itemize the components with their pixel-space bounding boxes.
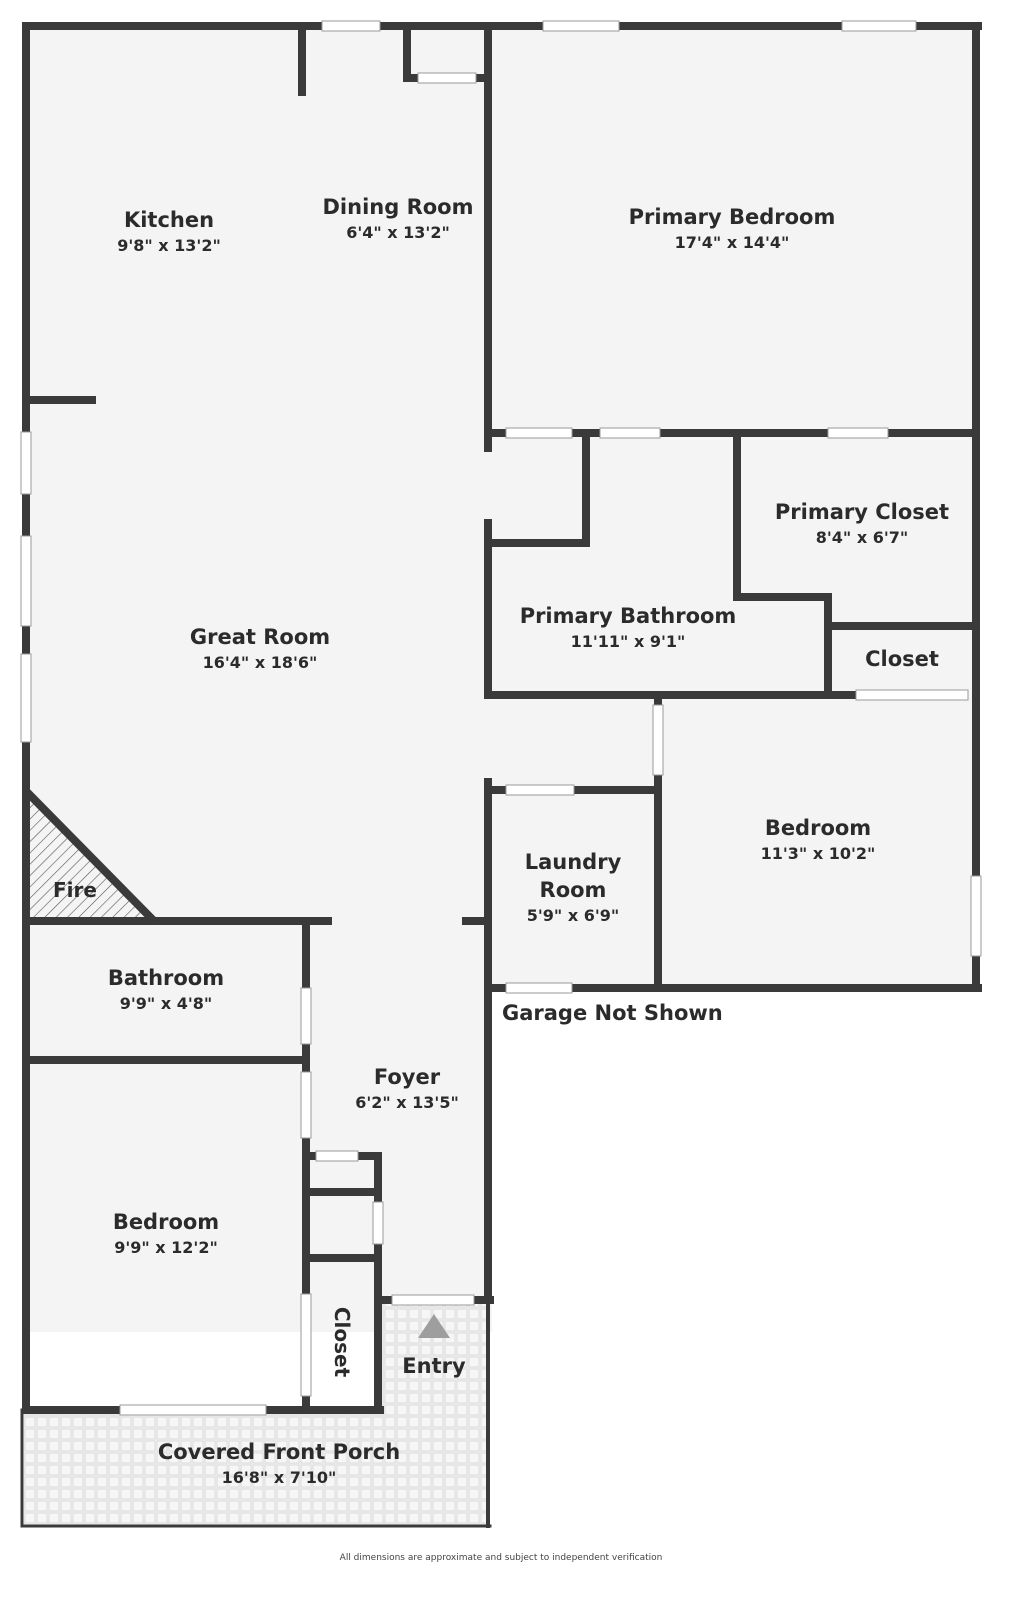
room-labels: Kitchen 9'8" x 13'2" Dining Room 6'4" x …	[53, 195, 949, 1563]
window	[300, 1293, 312, 1397]
foyer-name: Foyer	[374, 1065, 441, 1089]
dining-room-dims: 6'4" x 13'2"	[346, 223, 450, 242]
bathroom-name: Bathroom	[108, 966, 224, 990]
primary-closet-dims: 8'4" x 6'7"	[816, 528, 908, 547]
porch-name: Covered Front Porch	[158, 1440, 400, 1464]
window	[20, 431, 32, 495]
window	[321, 20, 381, 32]
window	[315, 1150, 359, 1162]
great-room-dims: 16'4" x 18'6"	[203, 653, 318, 672]
disclaimer: All dimensions are approximate and subje…	[340, 1553, 663, 1563]
window	[300, 987, 312, 1045]
laundry-room-name-line1: Laundry	[525, 850, 622, 874]
window	[542, 20, 620, 32]
great-room-name: Great Room	[190, 625, 330, 649]
porch-floor	[24, 1412, 490, 1526]
foyer-dims: 6'2" x 13'5"	[355, 1093, 459, 1112]
primary-bathroom-dims: 11'11" x 9'1"	[571, 632, 686, 651]
window	[417, 72, 477, 84]
wall	[22, 787, 158, 925]
laundry-room-dims: 5'9" x 6'9"	[527, 906, 619, 925]
window	[841, 20, 917, 32]
primary-bathroom-name: Primary Bathroom	[520, 604, 737, 628]
dining-room-name: Dining Room	[323, 195, 474, 219]
window	[827, 427, 889, 439]
window	[970, 875, 982, 957]
bedroom-right-dims: 11'3" x 10'2"	[761, 844, 876, 863]
window	[505, 427, 573, 439]
porch-dims: 16'8" x 7'10"	[222, 1468, 337, 1487]
bedroom-right-name: Bedroom	[765, 816, 871, 840]
garage-note: Garage Not Shown	[502, 1001, 723, 1025]
entry-name: Entry	[402, 1354, 466, 1378]
bedroom-left-name: Bedroom	[113, 1210, 219, 1234]
window	[119, 1404, 267, 1416]
main-floor	[28, 28, 492, 1332]
entry-arrow-icon	[418, 1314, 450, 1338]
window	[20, 535, 32, 627]
window	[652, 704, 664, 776]
laundry-room-name-line2: Room	[540, 878, 607, 902]
closet-right-name: Closet	[865, 647, 939, 671]
fire-label: Fire	[53, 878, 97, 902]
window	[372, 1201, 384, 1245]
bathroom-dims: 9'9" x 4'8"	[120, 994, 212, 1013]
window	[391, 1294, 475, 1306]
closet-small-name: Closet	[330, 1307, 354, 1378]
window	[505, 784, 575, 796]
kitchen-name: Kitchen	[124, 208, 214, 232]
window	[505, 982, 573, 994]
primary-bedroom-dims: 17'4" x 14'4"	[675, 233, 790, 252]
kitchen-dims: 9'8" x 13'2"	[117, 236, 221, 255]
window	[855, 689, 969, 701]
window	[300, 1071, 312, 1139]
window	[20, 653, 32, 743]
windows	[20, 20, 982, 1416]
primary-bedroom-name: Primary Bedroom	[629, 205, 836, 229]
window	[599, 427, 661, 439]
primary-closet-name: Primary Closet	[775, 500, 949, 524]
bedroom-left-dims: 9'9" x 12'2"	[114, 1238, 218, 1257]
